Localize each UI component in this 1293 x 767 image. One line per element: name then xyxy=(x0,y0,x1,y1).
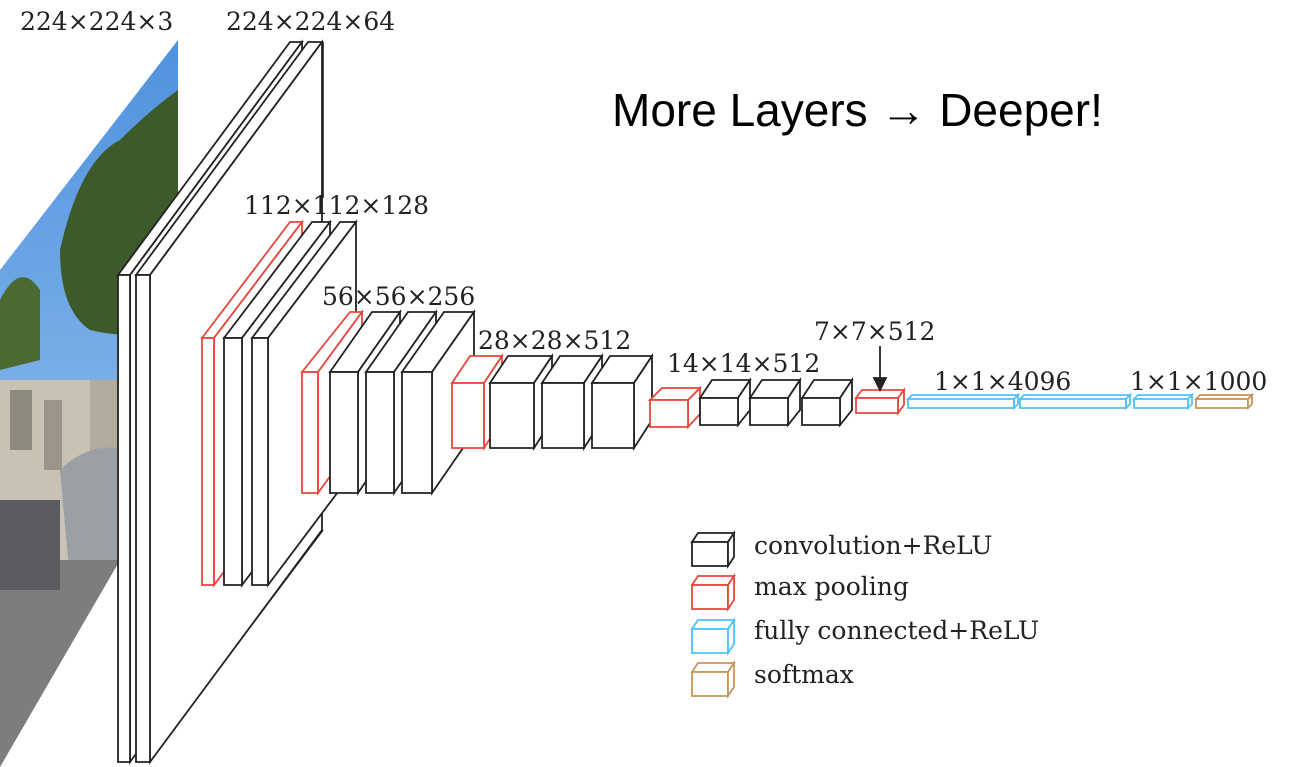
label-fc-dims: 1×1×4096 xyxy=(934,367,1071,396)
legend-label-conv: convolution+ReLU xyxy=(754,531,993,560)
label-conv5-dims: 14×14×512 xyxy=(667,349,820,378)
legend-label-softmax: softmax xyxy=(754,660,854,689)
label-pool5-dims: 7×7×512 xyxy=(814,317,935,346)
label-softmax-dims: 1×1×1000 xyxy=(1130,367,1267,396)
legend-item-softmax: softmax xyxy=(690,660,854,699)
label-conv4-dims: 28×28×512 xyxy=(478,326,631,355)
label-conv3-dims: 56×56×256 xyxy=(322,282,475,311)
fc-blocks[interactable] xyxy=(905,392,1195,411)
legend-item-conv: convolution+ReLU xyxy=(690,530,993,569)
label-conv2-dims: 112×112×128 xyxy=(244,191,429,220)
legend-swatch-fc-icon xyxy=(690,617,736,656)
conv4-block[interactable] xyxy=(450,353,654,452)
conv5-block[interactable] xyxy=(647,377,854,430)
pool5-block[interactable] xyxy=(854,387,906,416)
pool4-slab xyxy=(647,385,703,430)
pool5-pointer-arrow xyxy=(872,346,888,393)
label-conv1-dims: 224×224×64 xyxy=(226,7,395,36)
legend-swatch-conv-icon xyxy=(690,530,736,569)
legend-item-pool: max pooling xyxy=(690,572,909,612)
label-input-dims: 224×224×3 xyxy=(20,7,173,36)
legend-label-pool: max pooling xyxy=(754,572,909,601)
legend-label-fc: fully connected+ReLU xyxy=(754,616,1039,645)
softmax-block[interactable] xyxy=(1193,392,1255,411)
conv3-block[interactable] xyxy=(300,309,476,496)
legend-item-fc: fully connected+ReLU xyxy=(690,616,1039,656)
legend-swatch-pool-icon xyxy=(690,573,736,612)
headline: More Layers → Deeper! xyxy=(612,84,1103,136)
legend: convolution+ReLU max pooling fully conne… xyxy=(690,530,1039,699)
legend-swatch-softmax-icon xyxy=(690,660,736,699)
